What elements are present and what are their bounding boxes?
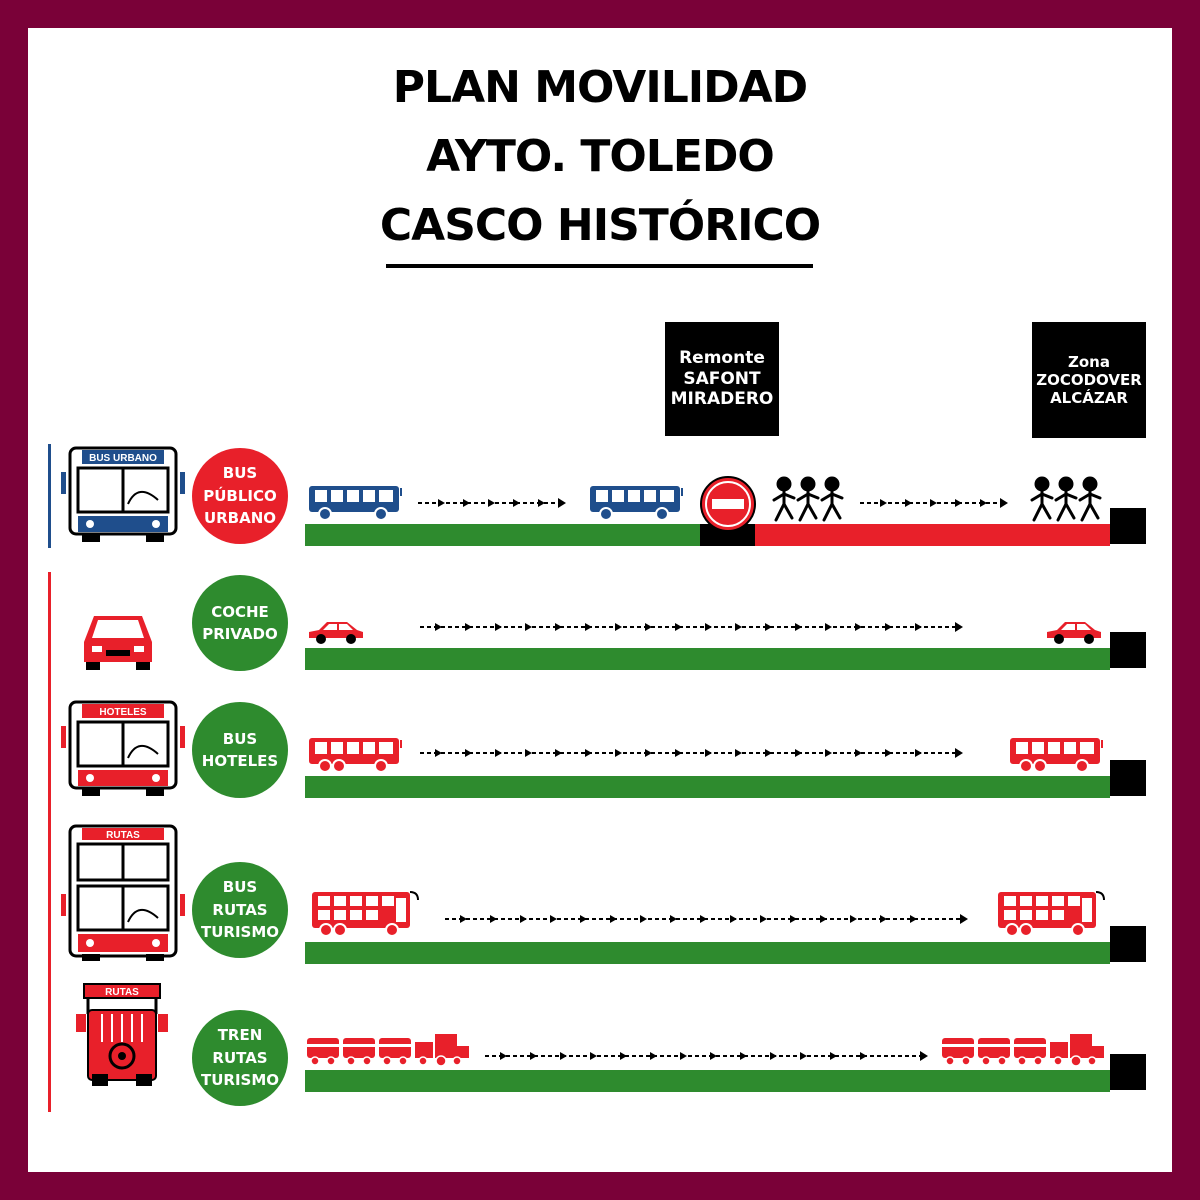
circle-1-line-2: PÚBLICO bbox=[203, 486, 277, 505]
red-bus-side-icon-end bbox=[1008, 736, 1108, 774]
title-line-1: PLAN MOVILIDAD bbox=[392, 62, 808, 113]
circle-bus-publico-urbano: BUS PÚBLICO URBANO bbox=[192, 448, 288, 544]
road-allowed-bus-rutas bbox=[305, 942, 1110, 964]
circle-3-line-1: BUS bbox=[222, 729, 258, 748]
circle-coche-privado: COCHE PRIVADO bbox=[192, 575, 288, 671]
title-line-3: CASCO HISTÓRICO bbox=[379, 200, 821, 251]
circle-tren-rutas-turismo: TREN RUTAS TURISMO bbox=[192, 1010, 288, 1106]
road-allowed-bus-urbano bbox=[305, 524, 700, 546]
circle-bus-rutas-turismo: BUS RUTAS TURISMO bbox=[192, 862, 288, 958]
arrow-path-tren bbox=[485, 1050, 930, 1062]
label-zona-line-3: ALCÁZAR bbox=[1050, 389, 1128, 408]
no-entry-icon bbox=[700, 476, 756, 532]
bus-urbano-front-icon: BUS URBANO bbox=[58, 444, 188, 544]
pedestrians-icon-start bbox=[770, 472, 850, 524]
road-forbidden-bus-urbano bbox=[755, 524, 1110, 546]
circle-1-line-1: BUS bbox=[222, 464, 258, 483]
bus-rutas-sign: RUTAS bbox=[106, 830, 140, 841]
destination-block-row-1 bbox=[1110, 508, 1146, 544]
circle-1-line-3: URBANO bbox=[203, 509, 277, 528]
road-allowed-coche bbox=[305, 648, 1110, 670]
circle-5-line-2: RUTAS bbox=[212, 1048, 268, 1067]
circle-3-line-2: HOTELES bbox=[201, 752, 279, 770]
red-car-side-icon-end bbox=[1045, 620, 1103, 646]
car-front-icon bbox=[80, 608, 156, 672]
circle-5-line-1: TREN bbox=[217, 1026, 263, 1045]
title-line-2: AYTO. TOLEDO bbox=[426, 131, 775, 182]
blue-bus-side-icon-end bbox=[588, 484, 688, 522]
circle-2-line-1: COCHE bbox=[211, 602, 269, 621]
label-zona-line-2: ZOCODOVER bbox=[1036, 370, 1142, 389]
arrow-path-bus-urbano bbox=[418, 497, 568, 509]
road-barrier-block bbox=[700, 524, 755, 546]
label-remonte-line-2: SAFONT bbox=[683, 368, 761, 389]
red-bus-side-icon-start bbox=[307, 736, 407, 774]
arrow-path-bus-rutas bbox=[445, 913, 970, 925]
circle-5-line-3: TURISMO bbox=[200, 1071, 280, 1090]
circle-bus-hoteles: BUS HOTELES bbox=[192, 702, 288, 798]
road-allowed-tren bbox=[305, 1070, 1110, 1092]
bus-hoteles-sign: HOTELES bbox=[99, 707, 147, 718]
arrow-path-walking bbox=[860, 497, 1010, 509]
blue-bus-side-icon-start bbox=[307, 484, 407, 522]
tour-bus-side-icon-end bbox=[996, 888, 1108, 940]
train-rutas-sign: RUTAS bbox=[105, 987, 139, 998]
arrow-path-bus-hoteles bbox=[420, 747, 965, 759]
circle-4-line-3: TURISMO bbox=[200, 923, 280, 942]
circle-4-line-2: RUTAS bbox=[212, 900, 268, 919]
title-underline bbox=[386, 264, 813, 268]
road-allowed-bus-hoteles bbox=[305, 776, 1110, 798]
arrow-path-coche bbox=[420, 621, 965, 633]
circle-4-line-1: BUS bbox=[222, 878, 258, 897]
label-zona-zocodover-alcazar: Zona ZOCODOVER ALCÁZAR bbox=[1032, 322, 1146, 438]
tour-bus-side-icon-start bbox=[310, 888, 422, 940]
double-decker-front-icon: RUTAS bbox=[58, 822, 188, 962]
pedestrians-icon-end bbox=[1028, 472, 1108, 524]
red-group-line bbox=[48, 572, 51, 1112]
label-remonte-safont-miradero: Remonte SAFONT MIRADERO bbox=[665, 322, 779, 436]
tourist-train-front-icon: RUTAS bbox=[74, 980, 170, 1090]
blue-group-line bbox=[48, 444, 51, 548]
label-remonte-line-1: Remonte bbox=[679, 347, 765, 368]
circle-2-line-2: PRIVADO bbox=[202, 625, 278, 643]
label-zona-line-1: Zona bbox=[1068, 352, 1110, 371]
destination-block-row-4 bbox=[1110, 926, 1146, 962]
train-side-icon-end bbox=[940, 1032, 1108, 1068]
destination-block-row-3 bbox=[1110, 760, 1146, 796]
train-side-icon-start bbox=[305, 1032, 473, 1068]
red-car-side-icon-start bbox=[307, 620, 365, 646]
destination-block-row-2 bbox=[1110, 632, 1146, 668]
bus-hoteles-front-icon: HOTELES bbox=[58, 698, 188, 798]
bus-urbano-sign: BUS URBANO bbox=[89, 453, 157, 464]
destination-block-row-5 bbox=[1110, 1054, 1146, 1090]
label-remonte-line-3: MIRADERO bbox=[670, 389, 774, 410]
